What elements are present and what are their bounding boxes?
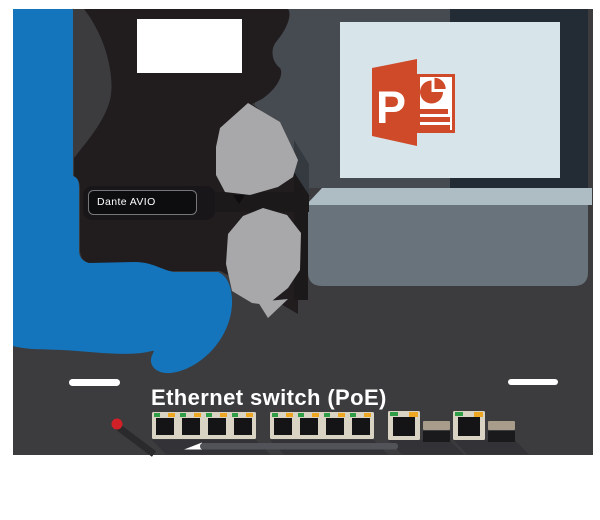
port-led-activity [194,413,201,417]
sfp-slot-bottom [423,431,450,442]
uplink-port [458,417,480,436]
port-led-link [455,412,463,416]
table-mark-right [508,379,558,385]
port-led-activity [220,413,227,417]
document-line [420,109,448,114]
rj45-port [326,418,344,435]
port-shadow [453,440,529,455]
table-mark-left [69,379,120,386]
switch-front-strip-highlight [184,442,202,450]
rj45-port-group [152,412,256,439]
rj45-port [182,418,200,435]
uplink-port [393,417,415,436]
cable-horizontal [195,192,309,212]
xlr-connector-top [216,103,298,195]
port-led-activity [168,413,175,417]
adapter-label-plate [88,190,197,215]
powerpoint-logo-letter: P [376,82,406,133]
port-led-link [298,413,304,417]
rj45-port [208,418,226,435]
port-led-link [272,413,278,417]
port-led-activity [474,412,483,417]
port-led-link [350,413,356,417]
port-led-link [324,413,330,417]
dante-avio-label: Dante AVIO [97,196,156,208]
port-led-activity [409,412,418,417]
rj45-port [352,418,370,435]
sfp-slot-top [423,421,450,430]
document-line [420,125,450,130]
power-led [111,418,123,430]
connector-shadow [294,140,309,195]
powerpoint-logo: P [372,59,455,146]
ethernet-switch-label: Ethernet switch (PoE) [151,385,387,410]
powerpoint-flag [372,59,417,146]
ethernet-switch [111,411,529,457]
port-led-activity [312,413,319,417]
laptop-hinge [306,188,592,205]
port-led-activity [286,413,293,417]
xlr-connector-bottom [226,208,301,305]
rj45-port [300,418,318,435]
port-led-link [180,413,186,417]
port-led-link [154,413,160,417]
port-shadow [388,440,464,455]
switch-front-strip [200,443,398,450]
sfp-slot-bottom [488,431,515,442]
cable-notch [233,195,245,204]
port-led-link [232,413,238,417]
document-line [420,117,450,122]
blue-cable [13,9,233,374]
dante-avio-adapter [83,186,215,220]
xlr-connector-tail [258,299,288,318]
laptop-body [308,205,588,286]
rj45-port-group [270,412,374,439]
microphone-window [137,19,242,73]
power-led-shadow [115,424,157,457]
port-led-link [206,413,212,417]
pie-chart-wedge [434,77,446,89]
port-led-activity [338,413,345,417]
port-led-link [390,412,398,416]
rj45-port [274,418,292,435]
rj45-port [156,418,174,435]
sfp-slot-top [488,421,515,430]
rj45-port [234,418,252,435]
port-led-activity [246,413,253,417]
port-led-activity [364,413,371,417]
